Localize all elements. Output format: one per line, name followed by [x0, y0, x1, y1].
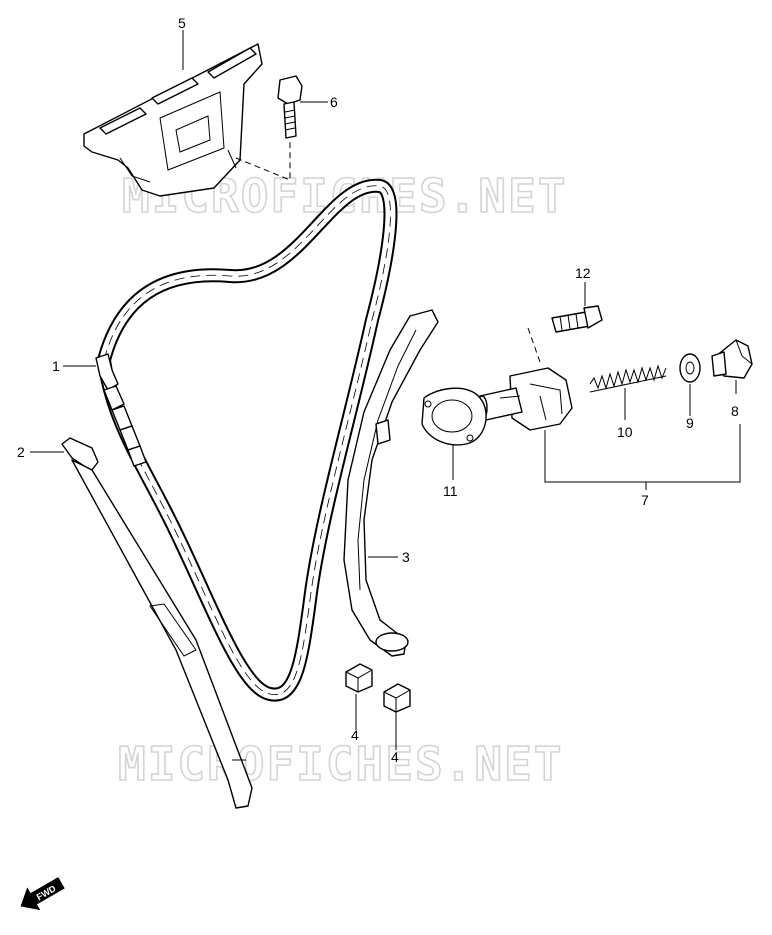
callouts: 1 2 3 4 4 5 6 7 8 9 10 11 12 [17, 15, 739, 765]
chain-tensioner-guide-3 [343, 309, 439, 657]
callout-10: 10 [617, 424, 633, 440]
callout-4b: 4 [391, 749, 399, 765]
leader-lines [30, 30, 741, 750]
callout-11: 11 [443, 483, 458, 499]
callout-5: 5 [178, 15, 186, 31]
cap-8 [711, 339, 753, 379]
callout-7: 7 [641, 492, 649, 508]
callout-3: 3 [402, 549, 410, 565]
callout-6: 6 [330, 94, 338, 110]
bolt-12-install-line [527, 327, 541, 363]
callout-2: 2 [17, 444, 25, 460]
cam-chain-guide-top [83, 43, 263, 197]
callout-1: 1 [52, 358, 60, 374]
bolt-6 [277, 75, 303, 139]
spring-10 [589, 364, 667, 393]
watermark-bottom: MICROFICHES.NET [118, 737, 563, 791]
washer-9 [679, 353, 701, 383]
guide-block-4a [345, 663, 373, 693]
chain-guide-2 [61, 437, 253, 809]
callout-8: 8 [731, 403, 739, 419]
gasket-11 [421, 387, 487, 446]
tensioner-body-7 [476, 367, 573, 431]
callout-9: 9 [686, 415, 694, 431]
bolt-12 [551, 305, 603, 333]
cam-chain [95, 178, 398, 702]
guide-block-4b [383, 683, 411, 713]
bolt-6-install-line [235, 140, 291, 181]
fwd-arrow-icon: FWD [20, 877, 65, 911]
callout-4a: 4 [351, 727, 359, 743]
callout-12: 12 [575, 265, 591, 281]
